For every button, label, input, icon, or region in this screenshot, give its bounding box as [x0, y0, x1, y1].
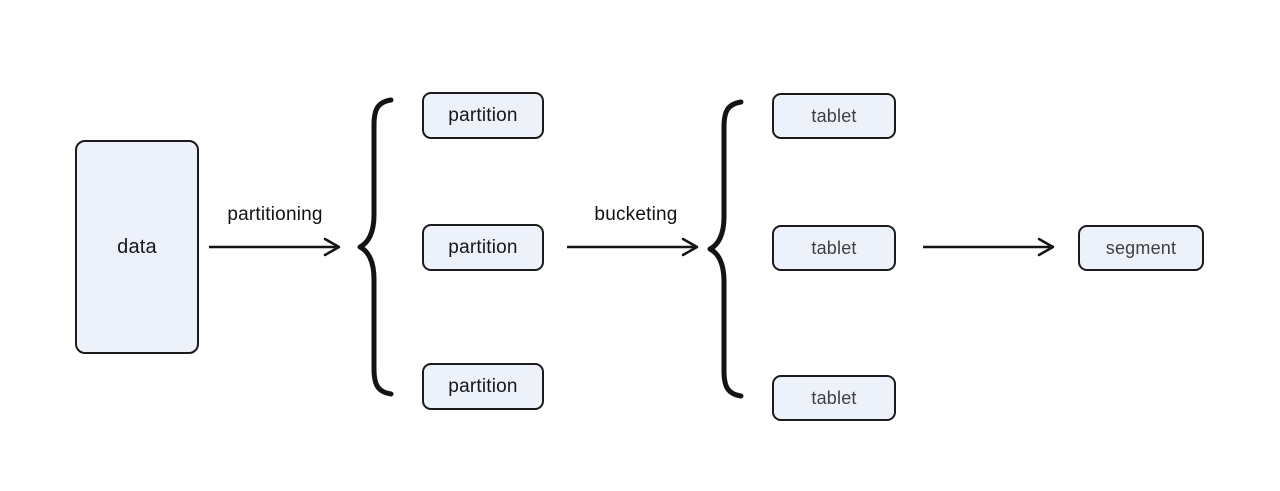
node-data: data [75, 140, 199, 354]
node-tablet-1: tablet [772, 93, 896, 139]
node-partition-1: partition [422, 92, 544, 139]
bucketing-arrow-icon [567, 237, 699, 257]
partitioning-arrow-label: partitioning [227, 204, 323, 225]
node-partition-3: partition [422, 363, 544, 410]
node-segment: segment [1078, 225, 1204, 271]
node-partition-2: partition [422, 224, 544, 271]
tablet-group-brace-icon [707, 99, 744, 399]
to-segment-arrow-icon [923, 237, 1055, 257]
node-tablet-3: tablet [772, 375, 896, 421]
partitioning-arrow-icon [209, 237, 341, 257]
bucketing-arrow-label: bucketing [594, 204, 678, 225]
partition-group-brace-icon [357, 97, 394, 397]
node-tablet-2: tablet [772, 225, 896, 271]
